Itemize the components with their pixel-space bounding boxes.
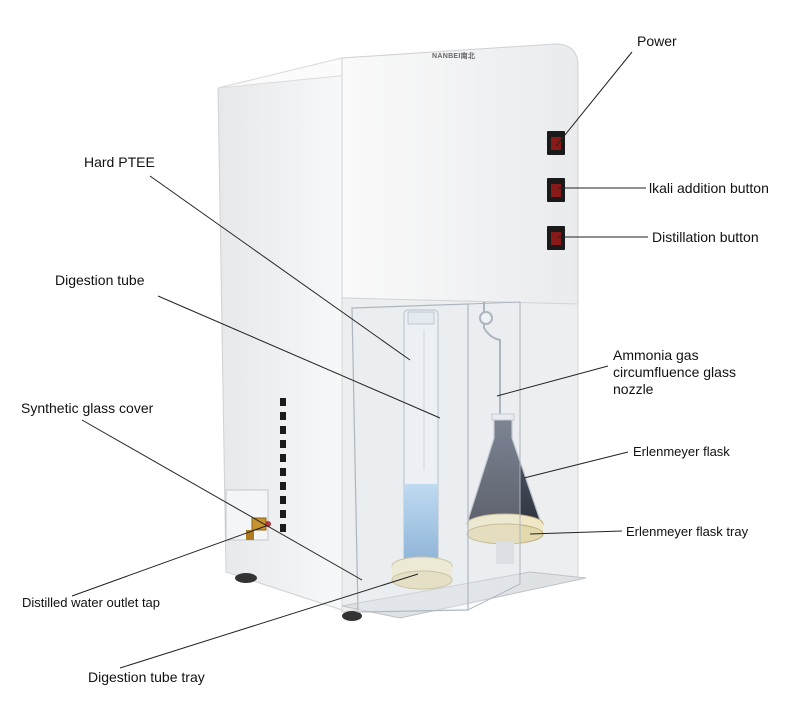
- label-digestion-tube: Digestion tube: [55, 272, 145, 288]
- label-outlet-tap: Distilled water outlet tap: [22, 595, 161, 610]
- label-alkali-addition-button: lkali addition button: [649, 180, 769, 196]
- base-plate: [341, 571, 587, 619]
- leader-tube-tray: [119, 573, 419, 669]
- leader-outlet-tap: [71, 525, 267, 597]
- distillation-switch[interactable]: [547, 226, 565, 250]
- digestion-tube-tray: [391, 556, 453, 590]
- brand-logo: NANBEI南北: [432, 51, 475, 60]
- leader-lines: [71, 51, 648, 669]
- synthetic-glass-cover: [351, 303, 469, 613]
- erlenmeyer-flask-tray: [466, 513, 544, 564]
- label-digestion-tube-tray: Digestion tube tray: [88, 669, 205, 685]
- label-ammonia-line-2: circumfluence glass: [613, 364, 736, 380]
- leader-erlenmeyer-tray: [529, 530, 623, 535]
- side-vent: [280, 398, 286, 532]
- label-hard-ptee: Hard PTEE: [84, 154, 155, 170]
- leader-hard-ptee: [149, 175, 411, 361]
- leader-ammonia: [496, 365, 609, 397]
- label-erlenmeyer-flask-tray: Erlenmeyer flask tray: [626, 524, 749, 539]
- foot-right: [342, 611, 362, 621]
- leader-erlenmeyer-flask: [523, 451, 629, 479]
- label-ammonia-line-1: Ammonia gas: [613, 347, 699, 363]
- synthetic-glass-cover-right: [467, 301, 521, 611]
- distillation-unit: NANBEI南北: [217, 43, 587, 621]
- foot-left: [235, 573, 257, 583]
- label-power: Power: [637, 33, 677, 49]
- leader-power: [555, 51, 633, 147]
- label-erlenmeyer-flask: Erlenmeyer flask: [633, 444, 730, 459]
- leader-digestion-tube: [157, 295, 441, 419]
- digestion-tube: [403, 309, 439, 577]
- outlet-tap[interactable]: [225, 489, 271, 541]
- alkali-addition-switch[interactable]: [547, 178, 565, 202]
- front-upper-panel: [341, 43, 579, 305]
- label-ammonia-line-3: nozzle: [613, 381, 654, 397]
- label-synthetic-glass-cover: Synthetic glass cover: [21, 400, 154, 416]
- leader-synthetic-glass: [81, 419, 363, 581]
- ammonia-nozzle: [479, 302, 501, 420]
- label-distillation-button: Distillation button: [652, 229, 759, 245]
- power-switch[interactable]: [547, 131, 565, 155]
